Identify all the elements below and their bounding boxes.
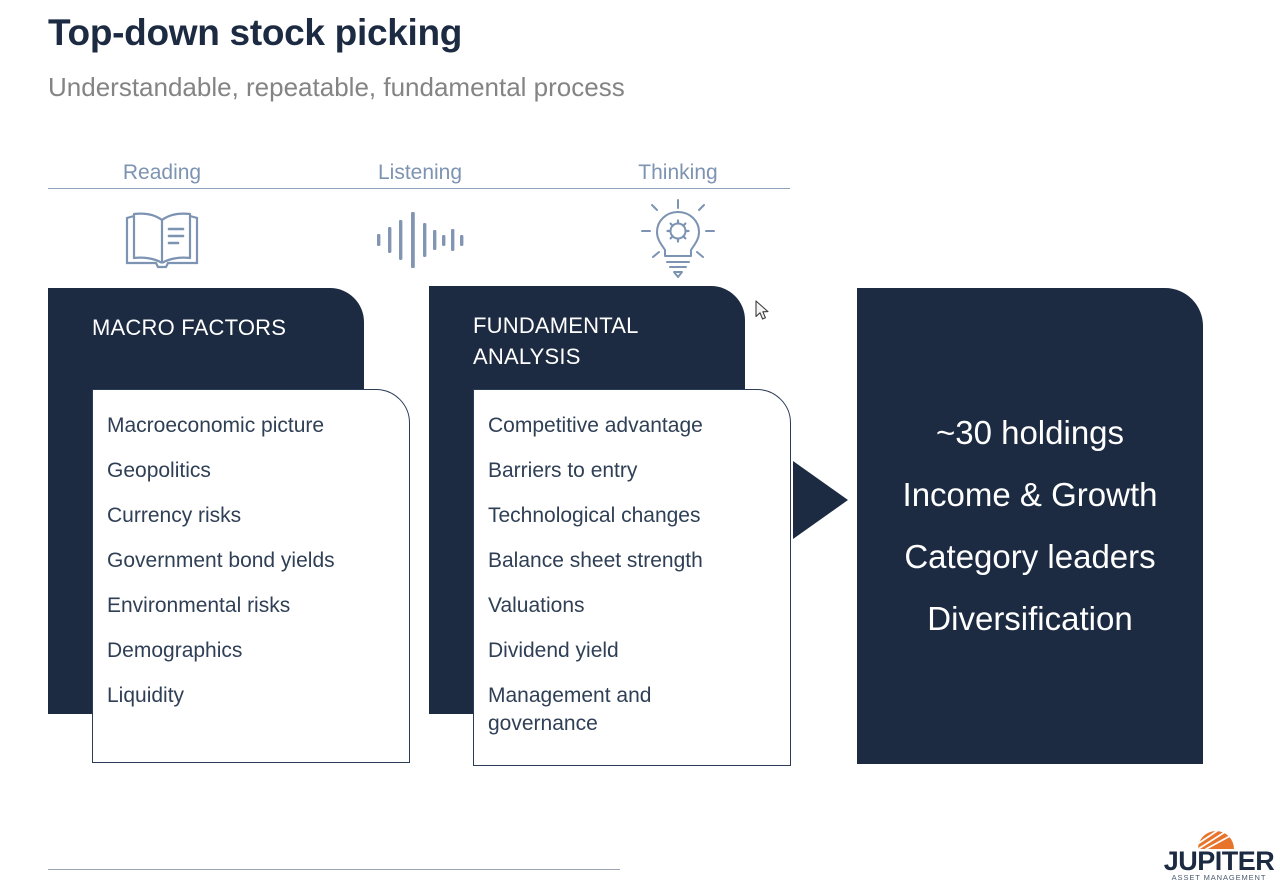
group-fundamental-list: Competitive advantage Barriers to entry … [488, 412, 778, 755]
list-item: Macroeconomic picture [107, 414, 325, 437]
list-item: Technological changes [488, 504, 701, 527]
outcome-panel: ~30 holdings Income & Growth Category le… [857, 288, 1203, 764]
modality-row: Reading Listening [48, 160, 790, 290]
list-item: Balance sheet strength [488, 549, 703, 572]
outcome-item: Income & Growth [902, 476, 1158, 513]
modality-label-thinking: Thinking [638, 161, 718, 184]
modality-thinking: Thinking [578, 160, 778, 280]
list-item: Liquidity [107, 684, 185, 707]
modality-listening: Listening [320, 160, 520, 280]
outcome-item: ~30 holdings [935, 414, 1125, 451]
page-title: Top-down stock picking [48, 12, 463, 53]
mouse-cursor-icon [755, 300, 771, 322]
group-fundamental-analysis: FUNDAMENTAL ANALYSIS Competitive advanta… [429, 286, 839, 768]
page-subtitle: Understandable, repeatable, fundamental … [48, 72, 625, 102]
list-item: Government bond yields [107, 549, 335, 572]
flow-arrow-icon [793, 461, 848, 539]
list-item: Barriers to entry [488, 459, 638, 482]
list-item: Geopolitics [107, 459, 211, 482]
group-fundamental-card: Competitive advantage Barriers to entry … [473, 389, 791, 766]
group-macro-factors: MACRO FACTORS Macroeconomic picture Geop… [48, 288, 458, 768]
modality-reading: Reading [62, 160, 262, 280]
group-macro-title: MACRO FACTORS [92, 315, 287, 340]
list-item: Demographics [107, 639, 243, 662]
group-macro-card: Macroeconomic picture Geopolitics Curren… [92, 389, 410, 763]
list-item: Management and governance [488, 684, 652, 735]
modality-divider [48, 188, 790, 189]
outcome-list: ~30 holdings Income & Growth Category le… [903, 402, 1158, 650]
outcome-item: Category leaders [904, 538, 1156, 575]
list-item: Dividend yield [488, 639, 619, 662]
list-item: Valuations [488, 594, 585, 617]
open-book-icon [62, 200, 262, 280]
lightbulb-gear-icon [578, 199, 778, 280]
list-item: Currency risks [107, 504, 242, 527]
list-item: Competitive advantage [488, 414, 703, 437]
footer-divider [48, 869, 620, 870]
jupiter-wordmark: JUPITER [1163, 846, 1275, 876]
group-macro-list: Macroeconomic picture Geopolitics Curren… [107, 412, 397, 727]
jupiter-logo: JUPITER ASSET MANAGEMENT [1160, 826, 1278, 882]
outcome-item: Diversification [927, 600, 1133, 637]
jupiter-planet-icon [1194, 826, 1238, 850]
modality-label-listening: Listening [377, 161, 463, 184]
list-item: Environmental risks [107, 594, 291, 617]
group-fundamental-title: FUNDAMENTAL ANALYSIS [473, 313, 638, 369]
modality-label-reading: Reading [122, 161, 202, 184]
audio-waveform-icon [320, 200, 520, 280]
